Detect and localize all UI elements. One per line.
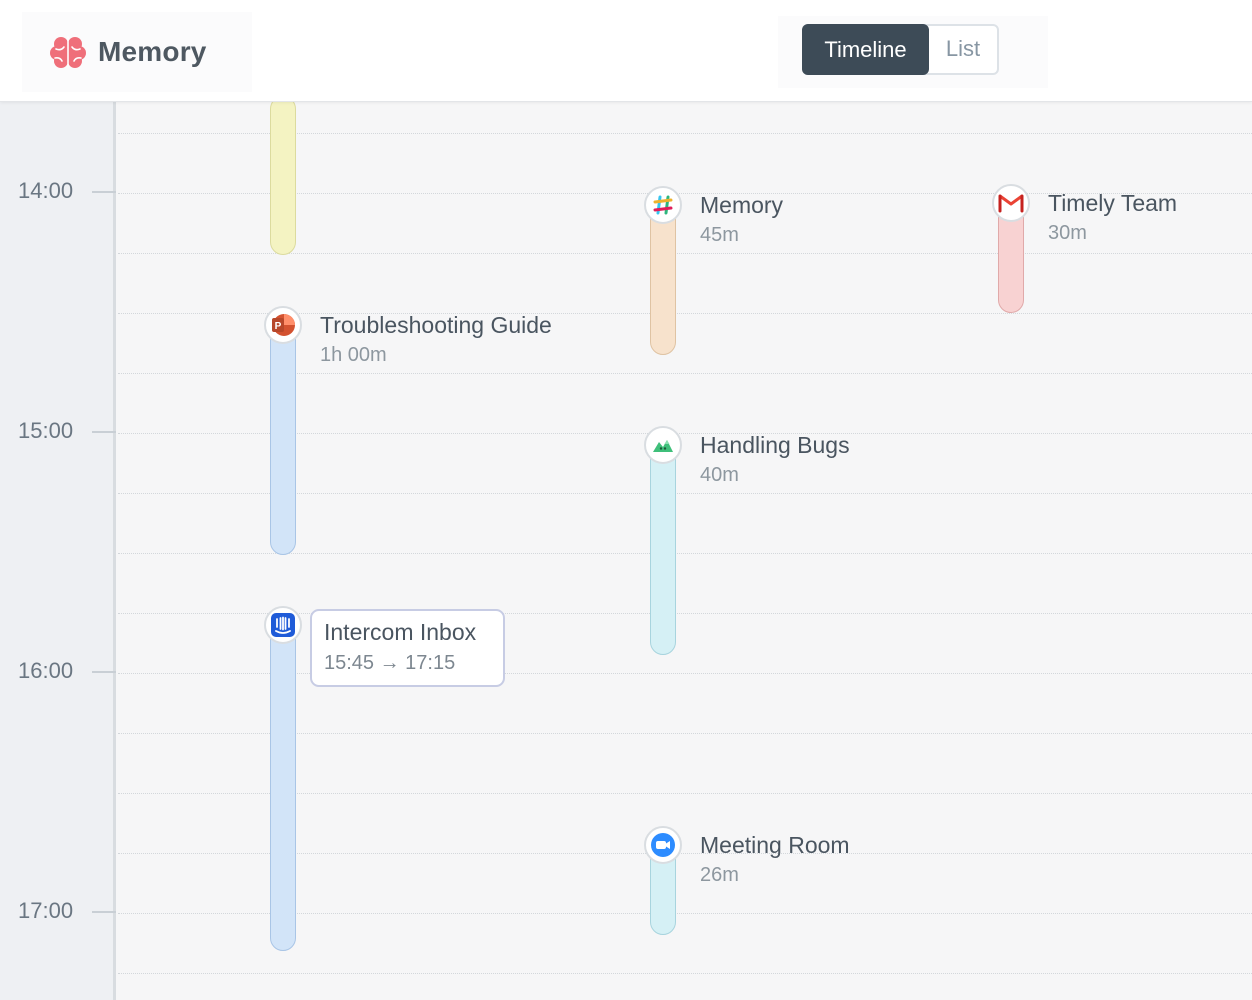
gmail-icon[interactable]: [992, 184, 1030, 222]
gridline: [118, 553, 1252, 554]
top-header: Memory Timeline List: [0, 0, 1252, 102]
view-toggle: Timeline List: [802, 24, 999, 75]
gridline: [118, 733, 1252, 734]
brain-icon: [50, 36, 86, 68]
tick-mark: [92, 431, 116, 433]
event-bar-handling-bugs[interactable]: [650, 442, 676, 655]
event-duration: 40m: [700, 464, 739, 486]
event-duration: 1h 00m: [320, 344, 387, 366]
event-title: Meeting Room: [700, 832, 850, 858]
app-icon[interactable]: [644, 426, 682, 464]
gridline: [118, 313, 1252, 314]
event-bar-intercom[interactable]: [270, 622, 296, 951]
event-duration: 30m: [1048, 222, 1087, 244]
time-label: 15:00: [18, 418, 74, 443]
event-bar-troubleshooting[interactable]: [270, 322, 296, 555]
list-view-button[interactable]: List: [945, 35, 981, 61]
gridline: [118, 613, 1252, 614]
event-tooltip: Intercom Inbox 15:45 → 17:15: [310, 609, 505, 687]
gridline: [118, 973, 1252, 974]
event-title: Troubleshooting Guide: [320, 312, 552, 338]
event-duration: 45m: [700, 224, 739, 246]
event-duration: 26m: [700, 864, 739, 886]
gridline: [118, 433, 1252, 434]
time-label: 17:00: [18, 898, 74, 923]
powerpoint-icon[interactable]: P: [264, 306, 302, 344]
tick-mark: [92, 911, 116, 913]
gridline: [118, 673, 1252, 674]
event-bar-memory[interactable]: [650, 202, 676, 355]
gridline: [118, 133, 1252, 134]
svg-text:P: P: [275, 321, 282, 332]
tick-mark: [92, 671, 116, 673]
app-title: Memory: [98, 36, 207, 67]
tooltip-title: Intercom Inbox: [324, 619, 477, 645]
tooltip-time-range: 15:45 → 17:15: [324, 652, 456, 674]
event-title: Timely Team: [1048, 190, 1178, 216]
time-label: 14:00: [18, 178, 74, 203]
event-title: Handling Bugs: [700, 432, 850, 458]
event-title: Memory: [700, 192, 784, 218]
zoom-icon[interactable]: [644, 826, 682, 864]
view-switcher-area: Timeline List: [778, 16, 1048, 88]
gridline: [118, 253, 1252, 254]
tick-mark: [92, 191, 116, 193]
time-axis: 14:00 15:00 16:00 17:00: [0, 102, 116, 1000]
gridline: [118, 793, 1252, 794]
timeline-view-button[interactable]: Timeline: [802, 24, 929, 75]
brand[interactable]: Memory: [22, 12, 252, 92]
gridline: [118, 373, 1252, 374]
gridline: [118, 853, 1252, 854]
time-label: 16:00: [18, 658, 74, 683]
slack-icon[interactable]: [644, 186, 682, 224]
gridline: [118, 193, 1252, 194]
gridline: [118, 913, 1252, 914]
gridline: [118, 493, 1252, 494]
event-bar-yellow[interactable]: [270, 96, 296, 255]
intercom-icon[interactable]: [264, 606, 302, 644]
